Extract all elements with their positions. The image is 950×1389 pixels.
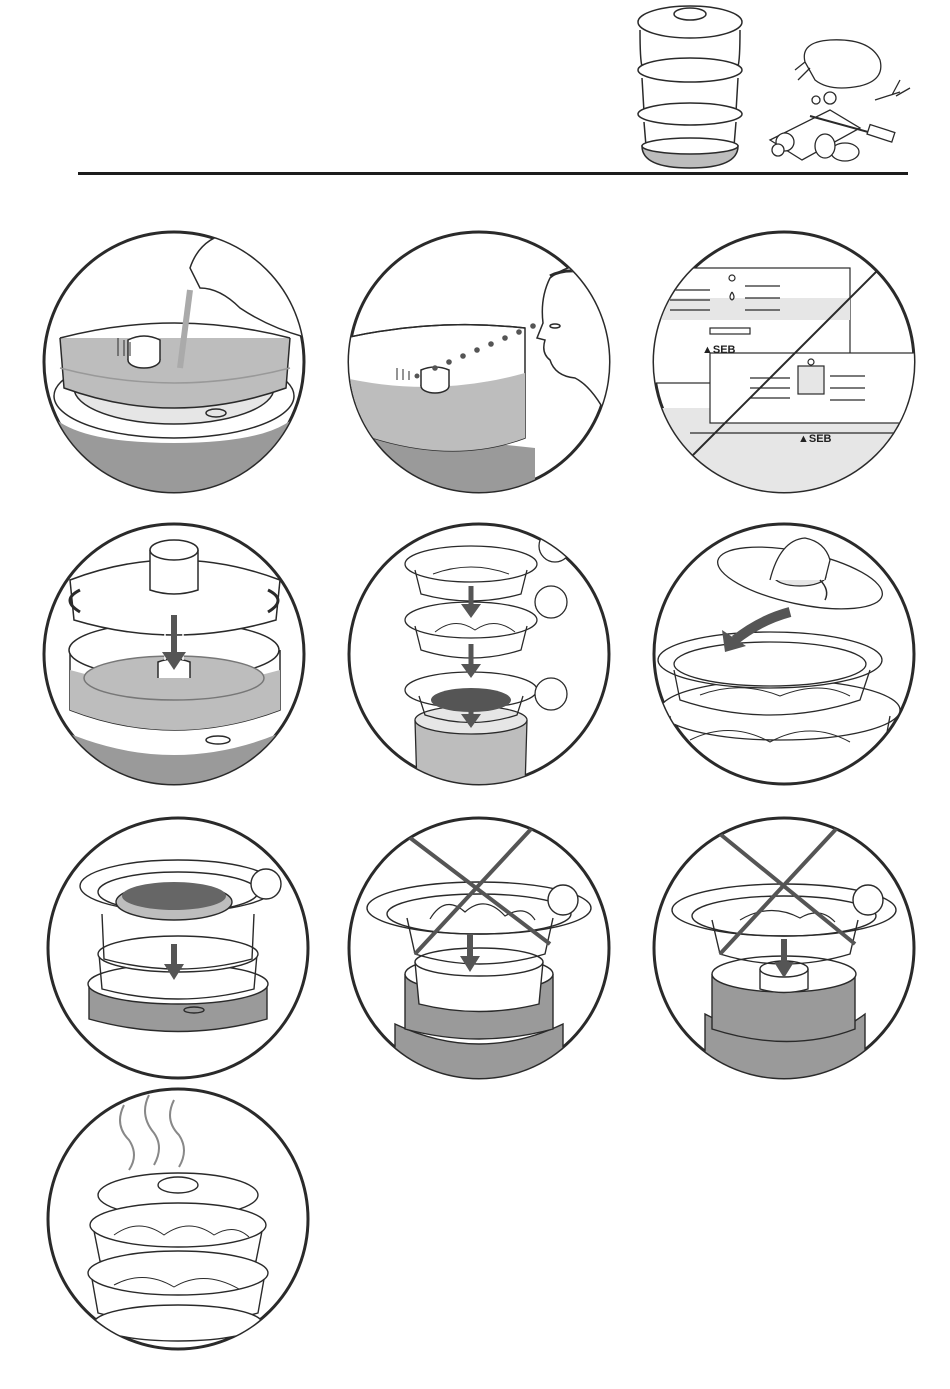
step-9-wrong-placement: [650, 814, 918, 1082]
step-7-insert-bowl: [44, 814, 312, 1082]
insert-steam-collector-icon: [40, 520, 308, 788]
header-divider-line: [78, 172, 908, 175]
stack-three-bowls-icon: [345, 520, 613, 788]
place-lid-icon: [650, 520, 918, 788]
step-5-stack-bowls: [345, 520, 613, 788]
step-4-insert-collector: [40, 520, 308, 788]
header-steamer-food-illustration: [630, 0, 920, 172]
step-10-steaming: [44, 1085, 312, 1353]
step-6-place-lid: [650, 520, 918, 788]
eye-level-check-icon: [345, 228, 613, 496]
step-3-control-panel: ▲SEB ▲SEB: [650, 228, 918, 496]
food-chicken-vegetables-icon: [770, 40, 910, 161]
steaming-complete-icon: [44, 1085, 312, 1353]
seb-logo-bottom: ▲SEB: [798, 433, 832, 445]
wrong-placement-crossed-icon: [650, 814, 918, 1082]
steamer-tower-icon: [638, 6, 742, 168]
bowl-insert-icon: [44, 814, 312, 1082]
step-8-wrong-stacking: [345, 814, 613, 1082]
wrong-stacking-crossed-icon: [345, 814, 613, 1082]
water-pour-icon: [40, 228, 308, 496]
step-1-fill-water: [40, 228, 308, 496]
step-2-check-water-level: [345, 228, 613, 496]
seb-logo-top: ▲SEB: [702, 344, 736, 356]
control-panel-timer-icon: ▲SEB ▲SEB: [650, 228, 918, 496]
